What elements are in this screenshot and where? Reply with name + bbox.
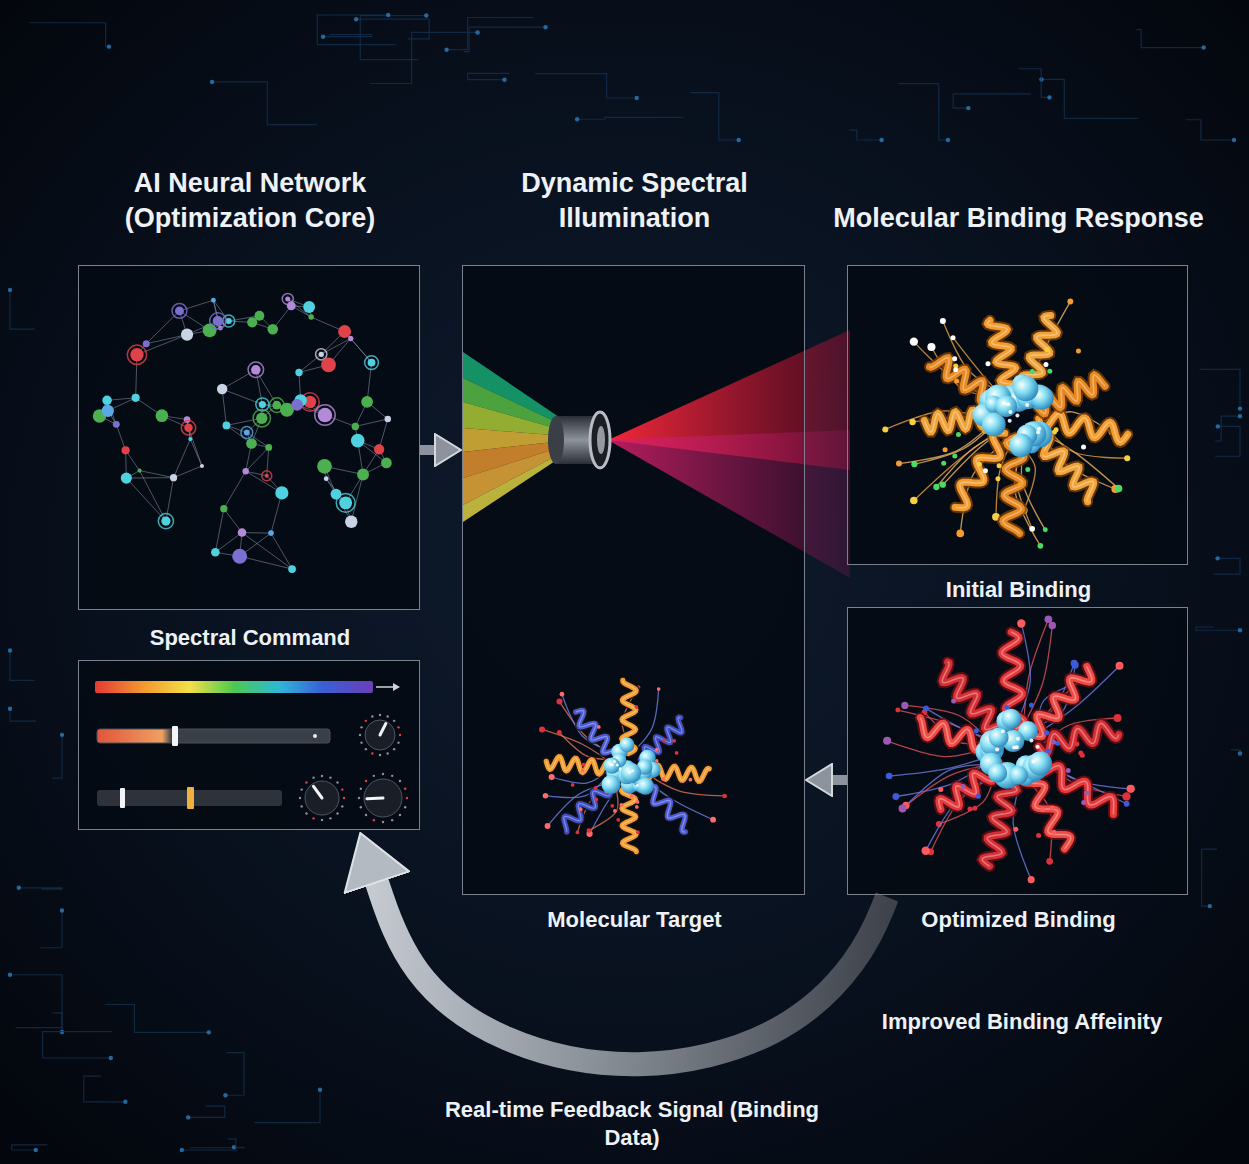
text-slot: Molecular Binding Response [828,201,1209,236]
network-panel: AI Neural Network (Optimization Core) [78,265,420,610]
text-slot: Spectral Command [59,624,441,652]
panel-caption: Initial Binding [828,576,1209,604]
text-slot: Initial Binding [828,576,1209,604]
lens [548,412,610,468]
illumination-panel: Dynamic Spectral IlluminationMolecular T… [462,265,805,895]
binding-panel: Molecular Binding ResponseInitial Bindin… [847,265,1188,565]
circuit-traces [8,13,1242,1152]
text-slot: Improved Binding Affeinity [882,1008,1162,1036]
protein-structure [539,680,727,851]
note-label: Improved Binding Affeinity [882,1008,1162,1036]
section-heading: Molecular Binding Response [828,201,1209,236]
neural-network [93,293,392,573]
text-slot: Dynamic Spectral Illumination [443,166,826,236]
text-slot: AI Neural Network (Optimization Core) [59,166,441,236]
spectral-controls [95,681,408,823]
feedback-arrow [377,881,887,1064]
text-slot: Real-time Feedback Signal (Binding Data) [442,1096,822,1151]
section-heading: AI Neural Network (Optimization Core) [59,166,441,236]
section-heading: Dynamic Spectral Illumination [443,166,826,236]
binding-panel: Optimized Binding [847,607,1188,895]
protein-structure [882,299,1130,549]
panel-caption: Spectral Command [59,624,441,652]
protein-structure [883,615,1135,883]
light-beam [463,330,850,578]
panel-caption: Optimized Binding [828,906,1209,934]
flow-arrow [831,775,847,785]
text-slot: Molecular Target [443,906,826,934]
control-panel: Spectral Command [78,660,420,830]
panel-caption: Molecular Target [443,906,826,934]
flow-arrow [420,445,436,455]
edge-label: Real-time Feedback Signal (Binding Data) [442,1096,822,1151]
text-slot: Optimized Binding [828,906,1209,934]
